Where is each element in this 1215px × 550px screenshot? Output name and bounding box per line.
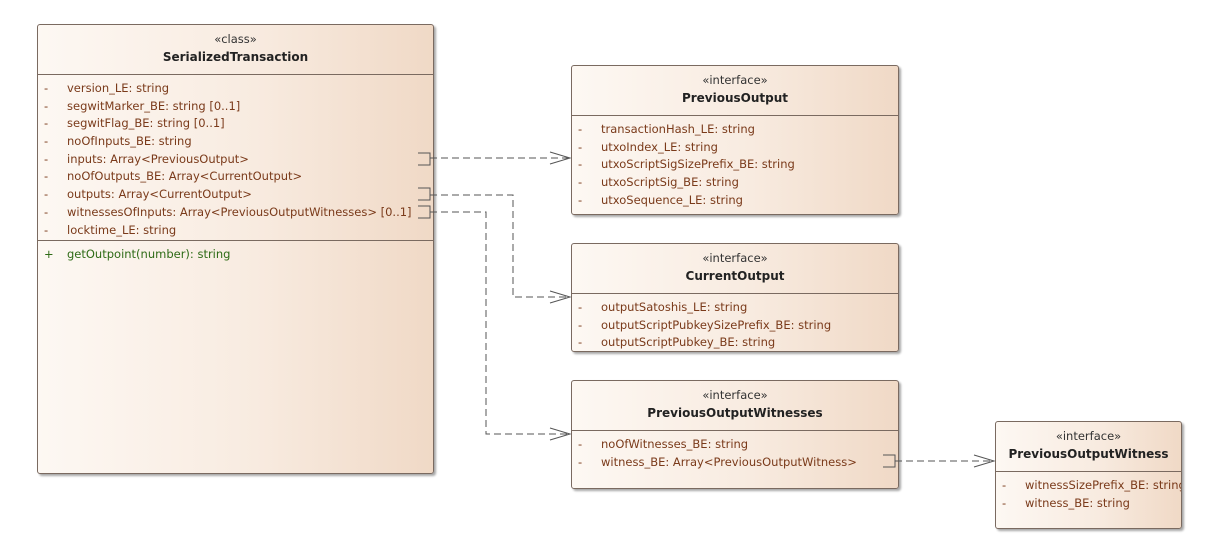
attribute-row[interactable]: - outputs: Array<CurrentOutput> [38,186,433,204]
visibility-marker: - [44,151,49,166]
attribute-text: noOfInputs_BE: string [67,134,192,149]
connector-inputs-to-previous-output[interactable] [418,151,572,166]
interface-current-output[interactable]: «interface» CurrentOutput - outputSatoshi… [571,243,899,352]
class-header: «interface» PreviousOutputWitnesses [572,381,898,431]
attribute-text: outputSatoshis_LE: string [601,300,748,314]
visibility-marker: - [578,122,583,136]
attribute-row[interactable]: - utxoSequence_LE: string [572,192,898,210]
attribute-row[interactable]: - transactionHash_LE: string [572,121,898,139]
class-name: SerializedTransaction [162,50,309,64]
class-name: PreviousOutputWitnesses [647,406,823,420]
attribute-row[interactable]: - noOfInputs_BE: string [38,133,433,151]
attributes-compartment: - noOfWitnesses_BE: string - witness_BE: A… [572,431,898,471]
attribute-row[interactable]: - noOfOutputs_BE: Array<CurrentOutput> [38,168,433,186]
visibility-marker: - [44,98,49,113]
operation-text: getOutpoint(number): string [67,247,231,261]
attribute-text: version_LE: string [67,81,170,95]
attribute-row[interactable]: - witness_BE: Array<PreviousOutputWitness… [572,454,898,472]
visibility-marker: - [44,81,49,95]
visibility-marker: - [578,437,583,451]
attribute-row[interactable]: - noOfWitnesses_BE: string [572,436,898,454]
visibility-marker: - [578,335,583,350]
attribute-text: noOfOutputs_BE: Array<CurrentOutput> [67,169,303,184]
attribute-text: witness_BE: Array<PreviousOutputWitness> [601,454,857,469]
attribute-row[interactable]: - segwitFlag_BE: string [0..1] [38,115,433,133]
attribute-row[interactable]: - inputs: Array<PreviousOutput> [38,151,433,169]
attribute-text: utxoScriptSig_BE: string [601,175,739,190]
stereotype-label: «interface» [702,251,768,265]
attribute-text: segwitFlag_BE: string [0..1] [67,116,225,131]
attributes-compartment: - version_LE: string - segwitMarker_BE: st… [38,75,433,240]
attribute-text: segwitMarker_BE: string [0..1] [67,98,241,113]
class-name: PreviousOutputWitness [1008,447,1169,461]
attribute-row[interactable]: - utxoIndex_LE: string [572,139,898,157]
attribute-row[interactable]: - utxoScriptSig_BE: string [572,174,898,192]
attribute-row[interactable]: - utxoScriptSigSizePrefix_BE: string [572,156,898,174]
attribute-row[interactable]: - witnessesOfInputs: Array<PreviousOutput… [38,204,433,222]
attribute-row[interactable]: - witnessSizePrefix_BE: string [996,477,1181,495]
visibility-marker: - [44,187,49,202]
attribute-text: locktime_LE: string [67,222,177,237]
class-header: «interface» PreviousOutputWitness [996,422,1181,472]
visibility-marker: - [578,192,583,207]
attribute-text: utxoIndex_LE: string [601,139,718,154]
attribute-text: witnessesOfInputs: Array<PreviousOutputW… [67,204,412,219]
class-name: CurrentOutput [685,269,785,283]
visibility-marker: + [44,247,54,261]
attribute-row[interactable]: - locktime_LE: string [38,222,433,240]
interface-previous-output[interactable]: «interface» PreviousOutput - transactionH… [571,65,899,215]
visibility-marker: - [578,139,583,154]
connector-witness-to-previous-output-witness[interactable] [883,454,996,468]
visibility-marker: - [44,204,49,219]
class-name: PreviousOutput [681,91,789,105]
visibility-marker: - [44,134,49,149]
class-serialized-transaction[interactable]: «class» SerializedTransaction - version_L… [37,24,434,474]
attributes-compartment: - transactionHash_LE: string - utxoIndex_L… [572,116,898,209]
attribute-row[interactable]: - outputSatoshis_LE: string [572,299,898,317]
operation-row[interactable]: + getOutpoint(number): string [38,246,433,264]
stereotype-label: «interface» [702,388,768,402]
class-header: «class» SerializedTransaction [38,25,433,75]
visibility-marker: - [578,175,583,190]
attribute-text: inputs: Array<PreviousOutput> [67,151,249,166]
attribute-text: witnessSizePrefix_BE: string [1025,478,1182,492]
class-header: «interface» PreviousOutput [572,66,898,116]
attributes-compartment: - witnessSizePrefix_BE: string - witness_B… [996,472,1181,512]
connector-witnesses-to-previous-output-witnesses[interactable] [418,205,572,441]
attribute-text: utxoSequence_LE: string [601,192,743,207]
visibility-marker: - [44,169,49,184]
visibility-marker: - [578,300,583,314]
attribute-row[interactable]: - witness_BE: string [996,495,1181,513]
attribute-text: outputScriptPubkeySizePrefix_BE: string [601,317,832,332]
stereotype-label: «interface» [1055,429,1122,443]
interface-previous-output-witnesses[interactable]: «interface» PreviousOutputWitnesses - noO… [571,380,899,489]
class-header: «interface» CurrentOutput [572,244,898,294]
attribute-text: utxoScriptSigSizePrefix_BE: string [601,157,795,172]
interface-previous-output-witness[interactable]: «interface» PreviousOutputWitness - witne… [995,421,1182,529]
attribute-text: transactionHash_LE: string [601,122,755,136]
attribute-row[interactable]: - version_LE: string [38,80,433,98]
attribute-text: outputs: Array<CurrentOutput> [67,187,252,202]
visibility-marker: - [44,116,49,131]
visibility-marker: - [1002,478,1007,492]
attributes-compartment: - outputSatoshis_LE: string - outputScript… [572,294,898,352]
operations-compartment: + getOutpoint(number): string [38,240,433,264]
attribute-text: outputScriptPubkey_BE: string [601,335,776,350]
attribute-row[interactable]: - segwitMarker_BE: string [0..1] [38,98,433,116]
attribute-row[interactable]: - outputScriptPubkey_BE: string [572,334,898,352]
visibility-marker: - [44,222,49,237]
visibility-marker: - [578,157,583,172]
attribute-text: witness_BE: string [1025,495,1130,510]
attribute-row[interactable]: - outputScriptPubkeySizePrefix_BE: string [572,317,898,335]
attribute-text: noOfWitnesses_BE: string [601,437,749,451]
stereotype-label: «class» [214,32,257,46]
connector-outputs-to-current-output[interactable] [418,187,572,304]
visibility-marker: - [1002,495,1007,510]
visibility-marker: - [578,317,583,332]
visibility-marker: - [578,454,583,469]
stereotype-label: «interface» [702,73,768,87]
